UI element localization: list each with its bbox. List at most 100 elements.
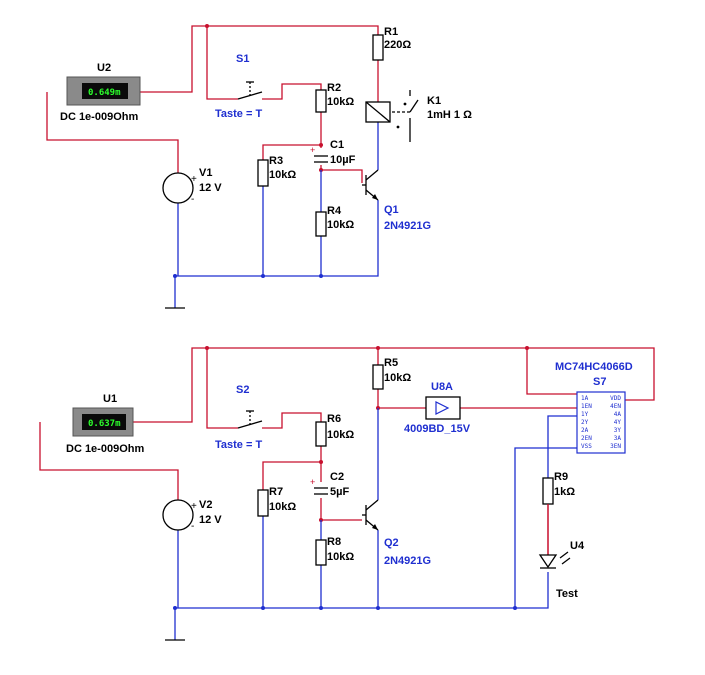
resistor-r4[interactable]: R4 10kΩ xyxy=(315,205,354,237)
v1-value: 12 V xyxy=(199,182,222,194)
ic-pin-right: 4EN xyxy=(610,403,621,410)
r7-value: 10kΩ xyxy=(269,501,296,513)
resistor-r9[interactable]: R9 1kΩ xyxy=(542,471,575,505)
v2-minus: - xyxy=(191,521,194,532)
r8-name: R8 xyxy=(327,536,341,548)
wire-s2-right xyxy=(262,412,322,429)
voltage-source-v2[interactable]: + - V2 12 V xyxy=(162,499,222,532)
r2-name: R2 xyxy=(327,82,341,94)
ic-pin-left: 2EN xyxy=(581,435,592,442)
wire-ic-vdd xyxy=(526,348,577,395)
wire-r7-top xyxy=(262,461,321,490)
ic-pin-right: 4A xyxy=(614,411,622,418)
ic-pin-right: 3A xyxy=(614,435,622,442)
relay-value: 1mH 1 Ω xyxy=(427,109,472,121)
r8-value: 10kΩ xyxy=(327,551,354,563)
r9-value: 1kΩ xyxy=(554,486,575,498)
r4-value: 10kΩ xyxy=(327,219,354,231)
analog-switch-ic-s7[interactable]: MC74HC4066D S7 1A1EN1Y2Y2A2ENVSSVDD4EN4A… xyxy=(555,361,633,454)
ic-pin-left: 2Y xyxy=(581,419,589,426)
buffer-u8a[interactable]: U8A 4009BD_15V xyxy=(404,381,471,435)
ic-pin-right: 4Y xyxy=(614,419,622,426)
r3-value: 10kΩ xyxy=(269,169,296,181)
r6-name: R6 xyxy=(327,413,341,425)
led-name: U4 xyxy=(570,540,585,552)
resistor-r6[interactable]: R6 10kΩ xyxy=(315,413,354,447)
r4-name: R4 xyxy=(327,205,342,217)
resistor-r7[interactable]: R7 10kΩ xyxy=(257,486,296,517)
ic-pin-left: 1A xyxy=(581,395,589,402)
led-label: Test xyxy=(556,588,578,600)
wire-switch-left xyxy=(206,26,238,100)
c1-value: 10µF xyxy=(330,154,356,166)
v2-plus: + xyxy=(191,501,197,512)
ic-name: S7 xyxy=(593,376,606,388)
push-switch-s1[interactable]: S1 Taste = T xyxy=(215,53,262,120)
wire-top-rail xyxy=(133,347,655,423)
switch-name: S2 xyxy=(236,384,249,396)
transistor-q1[interactable]: Q1 2N4921G xyxy=(362,169,431,232)
r5-value: 10kΩ xyxy=(384,372,411,384)
resistor-r5[interactable]: R5 10kΩ xyxy=(372,357,411,390)
resistor-r1[interactable]: R1 220Ω xyxy=(372,26,411,61)
meter-reading: 0.637m xyxy=(88,419,121,429)
c1-polarity: + xyxy=(310,145,315,155)
r6-value: 10kΩ xyxy=(327,429,354,441)
ic-part: MC74HC4066D xyxy=(555,361,633,373)
r9-name: R9 xyxy=(554,471,568,483)
r1-value: 220Ω xyxy=(384,39,411,51)
meter-mode: DC 1e-009Ohm xyxy=(66,443,144,455)
c2-value: 5µF xyxy=(330,486,349,498)
push-switch-s2[interactable]: S2 Taste = T xyxy=(215,384,262,451)
r3-name: R3 xyxy=(269,155,283,167)
capacitor-c2[interactable]: + C2 5µF xyxy=(310,471,349,498)
ic-pin-right: VDD xyxy=(610,395,621,402)
wire-r9-ic xyxy=(547,415,577,478)
meter-name: U1 xyxy=(103,393,117,405)
wire-r3-top xyxy=(262,144,321,160)
resistor-r8[interactable]: R8 10kΩ xyxy=(315,536,354,566)
capacitor-c1[interactable]: + C1 10µF xyxy=(310,139,356,166)
v1-plus: + xyxy=(191,174,197,185)
switch-key: Taste = T xyxy=(215,439,262,451)
q1-name: Q1 xyxy=(384,204,399,216)
c2-name: C2 xyxy=(330,471,344,483)
wire-ground-bus-1 xyxy=(175,200,379,277)
c1-name: C1 xyxy=(330,139,344,151)
r7-name: R7 xyxy=(269,486,283,498)
wire-ic-vss xyxy=(514,447,577,608)
buffer-name: U8A xyxy=(431,381,453,393)
r1-name: R1 xyxy=(384,26,398,38)
transistor-q2[interactable]: Q2 2N4921G xyxy=(362,499,431,567)
v1-name: V1 xyxy=(199,167,212,179)
q1-part: 2N4921G xyxy=(384,220,431,232)
r5-name: R5 xyxy=(384,357,398,369)
ic-pin-left: 1EN xyxy=(581,403,592,410)
resistor-r3[interactable]: R3 10kΩ xyxy=(257,155,296,187)
wire-meter-top xyxy=(140,25,379,93)
v1-minus: - xyxy=(191,194,194,205)
circuit-1: 0.649m U2 DC 1e-009Ohm S1 Taste = T R1 2… xyxy=(46,24,472,309)
wire-c2-base xyxy=(320,498,362,521)
wire-switch-right xyxy=(262,83,322,100)
relay-k1[interactable]: K1 1mH 1 Ω xyxy=(365,90,472,142)
wire-c1-base xyxy=(320,165,363,183)
v2-name: V2 xyxy=(199,499,212,511)
switch-name: S1 xyxy=(236,53,249,65)
relay-name: K1 xyxy=(427,95,441,107)
ic-pin-right: 3EN xyxy=(610,443,621,450)
voltage-source-v1[interactable]: + - V1 12 V xyxy=(162,167,222,205)
buffer-part: 4009BD_15V xyxy=(404,423,471,435)
led-u4[interactable]: U4 Test xyxy=(538,540,585,600)
meter-mode: DC 1e-009Ohm xyxy=(60,111,138,123)
multimeter-u2[interactable]: 0.649m U2 DC 1e-009Ohm xyxy=(60,62,141,123)
ic-pin-left: 1Y xyxy=(581,411,589,418)
wire-ground-bus-2 xyxy=(175,572,549,609)
switch-key: Taste = T xyxy=(215,108,262,120)
c2-polarity: + xyxy=(310,477,315,487)
resistor-r2[interactable]: R2 10kΩ xyxy=(315,82,354,113)
wire-meter-v2 xyxy=(39,422,179,500)
multimeter-u1[interactable]: 0.637m U1 DC 1e-009Ohm xyxy=(66,393,144,455)
ic-pin-right: 3Y xyxy=(614,427,622,434)
